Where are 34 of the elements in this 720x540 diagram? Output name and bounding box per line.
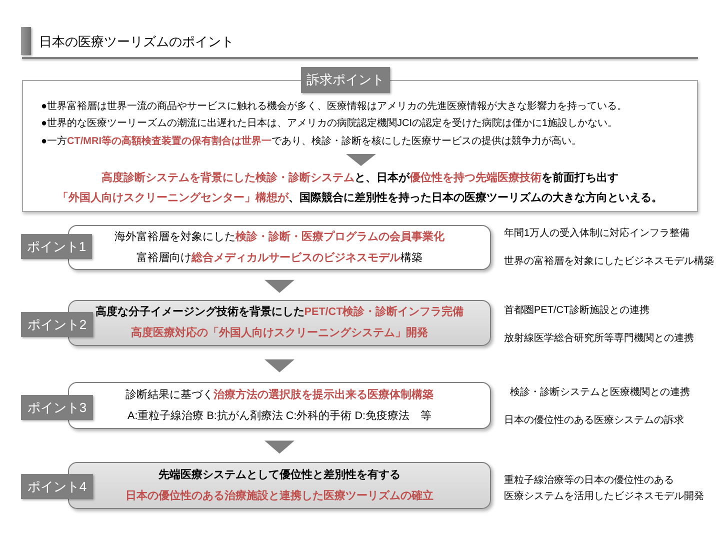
summary-text: 「外国人向けスクリーニングセンター」構想が、国際競合に差別性を持った日本の医療ツーリズムの大きな方向といえる。: [58, 190, 662, 206]
point-box: [68, 225, 491, 270]
note-text: 日本の優位性のある医療システムの訴求: [504, 414, 684, 428]
note-text: 世界の富裕層を対象にしたビジネスモデル構築: [504, 255, 714, 269]
note-text: 首都圏PET/CT診断施設との連携: [504, 304, 650, 318]
arrow: [264, 359, 294, 372]
point-text: 日本の優位性のある治療施設と連携した医療ツーリズムの確立: [126, 488, 434, 504]
page-title: 日本の医療ツーリズムのポイント: [39, 34, 234, 50]
point-text: 富裕層向け総合メディカルサービスのビジネスモデル構築: [136, 250, 422, 266]
point-text: 診断結果に基づく治療方法の選択肢を提示出来る医療体制構築: [126, 388, 434, 402]
note-text: 放射線医学総合研究所等専門機関との連携: [504, 332, 694, 346]
note-text: 重粒子線治療等の日本の優位性のある: [504, 474, 674, 488]
summary-text: 高度診断システムを背景にした検診・診断システムと、日本が優位性を持つ先端医療技術を前面打ち出す: [102, 170, 618, 186]
point-label: ポイント2: [21, 312, 93, 337]
point-box: [68, 300, 491, 346]
point-label: ポイント4: [21, 474, 93, 499]
bullet-text: ●一方CT/MRI等の高額検査装置の保有割合は世界一であり、検診・診断を核にした医療サービスの提供は競争力が高い。: [41, 134, 582, 148]
bullet-text: ●世界的な医療ツーリーズムの潮流に出遅れた日本は、アメリカの病院認定機関JCIの認定を受けた病院は僅かに1施設しかない。: [41, 116, 618, 131]
point-text: 高度な分子イメージング技術を背景にしたPET/CT検診・診断インフラ完備: [95, 304, 464, 320]
note-text: 医療システムを活用したビジネスモデル開発: [504, 490, 704, 504]
point-box: [68, 382, 491, 429]
point-text: 海外富裕層を対象にした検診・診断・医療プログラムの会員事業化: [114, 230, 444, 244]
point-text: 先端医療システムとして優位性と差別性を有する: [158, 468, 400, 482]
arrow: [264, 280, 294, 293]
point-label: ポイント1: [21, 234, 92, 259]
point-text: A:重粒子線治療 B:抗がん剤療法 C:外科的手術 D:免疫療法 等: [128, 408, 432, 424]
section-tab: 訴求ポイント: [301, 67, 390, 93]
point-label: ポイント3: [21, 395, 93, 420]
note-text: 年間1万人の受入体制に対応インフラ整備: [504, 227, 690, 241]
arrow: [264, 440, 294, 454]
bullet-text: ●世界富裕層は世界一流の商品やサービスに触れる機会が多く、医療情報はアメリカの先進医療情報が大きな影響力を持っている。: [41, 100, 628, 114]
point-box: [68, 462, 491, 509]
note-text: 検診・診断システムと医療機関との連携: [510, 386, 690, 400]
point-text: 高度医療対応の「外国人向けスクリーニングシステム」開発: [131, 326, 428, 341]
